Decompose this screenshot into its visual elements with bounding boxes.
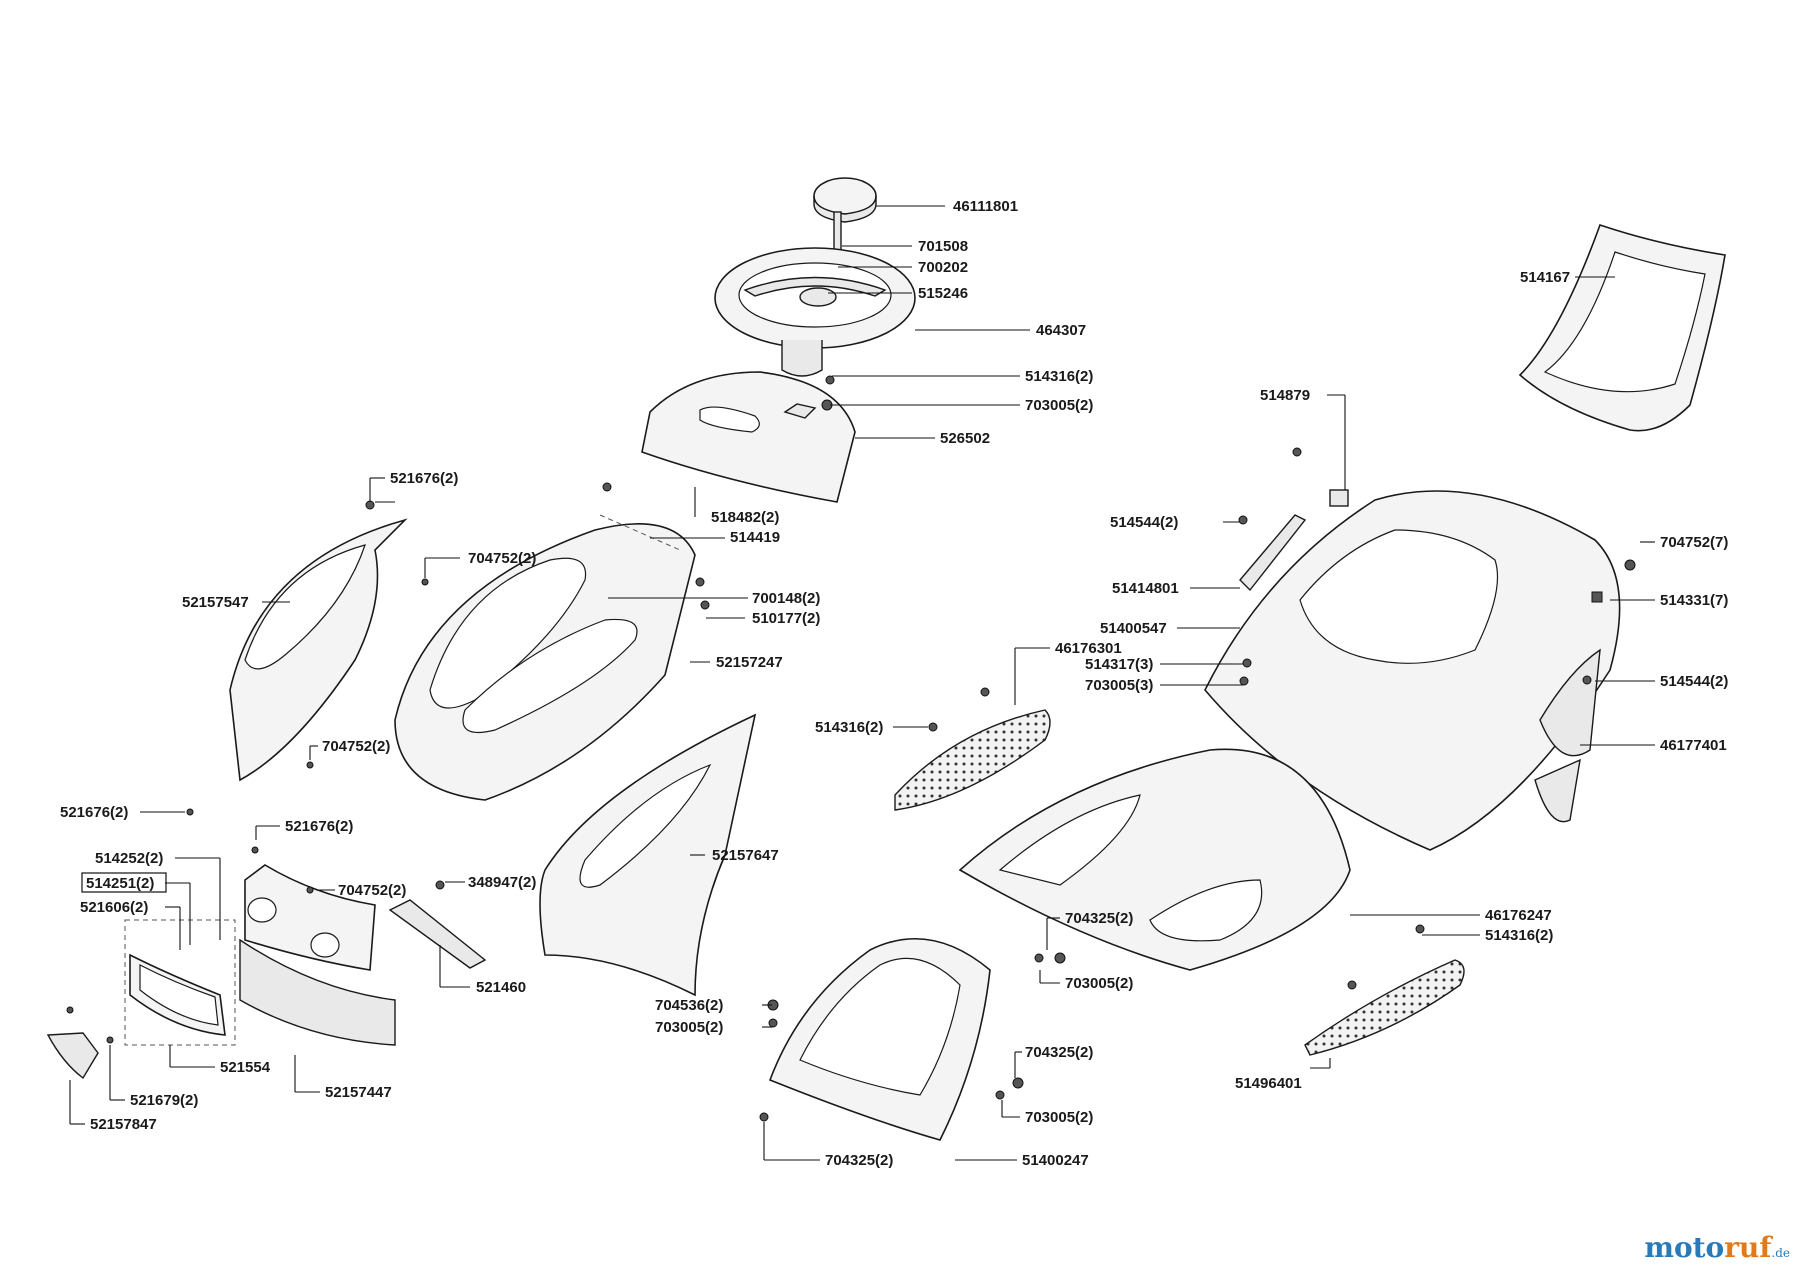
- mounting-bracket: [388, 899, 487, 969]
- footplate-left: [894, 709, 1051, 811]
- label-704752-d: 704752(7): [1660, 534, 1728, 551]
- label-52157247: 52157247: [716, 654, 783, 671]
- label-46176247: 46176247: [1485, 907, 1552, 924]
- label-704536: 704536(2): [655, 997, 723, 1014]
- label-464307: 464307: [1036, 322, 1086, 339]
- label-704752-c: 704752(2): [338, 882, 406, 899]
- label-510177: 510177(2): [752, 610, 820, 627]
- label-700202: 700202: [918, 259, 968, 276]
- label-703005-top: 703005(2): [1025, 397, 1093, 414]
- switch-514879: [1329, 489, 1349, 507]
- label-521676-c: 521676(2): [285, 818, 353, 835]
- label-518482: 518482(2): [711, 509, 779, 526]
- label-46177401: 46177401: [1660, 737, 1727, 754]
- label-52157647: 52157647: [712, 847, 779, 864]
- boxed-label-frame: [81, 872, 167, 893]
- label-521460: 521460: [476, 979, 526, 996]
- label-51496401: 51496401: [1235, 1075, 1302, 1092]
- label-521554: 521554: [220, 1059, 271, 1076]
- leader-lines: [69, 205, 1655, 1161]
- label-515246: 515246: [918, 285, 968, 302]
- lower-trim-piece: [46, 1032, 99, 1080]
- label-704752-a: 704752(2): [468, 550, 536, 567]
- label-521606: 521606(2): [80, 899, 148, 916]
- front-panel-frame: [768, 938, 991, 1141]
- rear-body-cover: [1204, 490, 1621, 851]
- label-521676-a: 521676(2): [390, 470, 458, 487]
- label-514252: 514252(2): [95, 850, 163, 867]
- label-526502: 526502: [940, 430, 990, 447]
- seat: [1518, 223, 1726, 432]
- headlight-lens: [129, 953, 226, 1036]
- floor-panel: [958, 748, 1351, 971]
- label-52157547: 52157547: [182, 594, 249, 611]
- label-514419: 514419: [730, 529, 780, 546]
- label-521679: 521679(2): [130, 1092, 198, 1109]
- steering-cap: [813, 177, 877, 223]
- label-703005-d: 703005(2): [1025, 1109, 1093, 1126]
- front-grille-housing: [239, 864, 396, 1046]
- label-704325-b: 704325(2): [1025, 1044, 1093, 1061]
- steering-wheel: [714, 247, 916, 377]
- label-51400547: 51400547: [1100, 620, 1167, 637]
- label-514331: 514331(7): [1660, 592, 1728, 609]
- label-703005-mid: 703005(3): [1085, 677, 1153, 694]
- label-46176301: 46176301: [1055, 640, 1122, 657]
- hood-panel: [394, 514, 696, 801]
- brand-logo: motoruf.de: [1644, 1231, 1790, 1264]
- label-46111801: 46111801: [953, 198, 1018, 215]
- label-52157447: 52157447: [325, 1084, 392, 1101]
- label-514316-top: 514316(2): [1025, 368, 1093, 385]
- label-521676-b: 521676(2): [60, 804, 128, 821]
- hardware: [66, 375, 1636, 1122]
- label-703005-c: 703005(2): [655, 1019, 723, 1036]
- label-51400247: 51400247: [1022, 1152, 1089, 1169]
- label-514251: 514251(2): [86, 875, 154, 892]
- label-703005-b: 703005(2): [1065, 975, 1133, 992]
- label-514316-low: 514316(2): [1485, 927, 1553, 944]
- dashboard-panel: [641, 371, 856, 503]
- label-704325-a: 704325(2): [1065, 910, 1133, 927]
- label-514544-b: 514544(2): [1660, 673, 1728, 690]
- label-514879: 514879: [1260, 387, 1310, 404]
- label-52157847: 52157847: [90, 1116, 157, 1133]
- label-514544-a: 514544(2): [1110, 514, 1178, 531]
- footplate-right: [1304, 959, 1465, 1056]
- left-side-panel-lower: [539, 713, 757, 997]
- cover-46177401: [1534, 758, 1581, 823]
- label-514316-mid: 514316(2): [815, 719, 883, 736]
- label-700148: 700148(2): [752, 590, 820, 607]
- label-514317: 514317(3): [1085, 656, 1153, 673]
- bracket-51414801: [1239, 514, 1307, 592]
- label-704325-c: 704325(2): [825, 1152, 893, 1169]
- label-704752-b: 704752(2): [322, 738, 390, 755]
- label-348947: 348947(2): [468, 874, 536, 891]
- label-51414801: 51414801: [1112, 580, 1179, 597]
- left-side-panel-upper: [229, 518, 408, 782]
- label-514167: 514167: [1520, 269, 1570, 286]
- label-701508: 701508: [918, 238, 968, 255]
- part-labels: 46111801 701508 700202 515246 464307 514…: [60, 198, 1728, 1169]
